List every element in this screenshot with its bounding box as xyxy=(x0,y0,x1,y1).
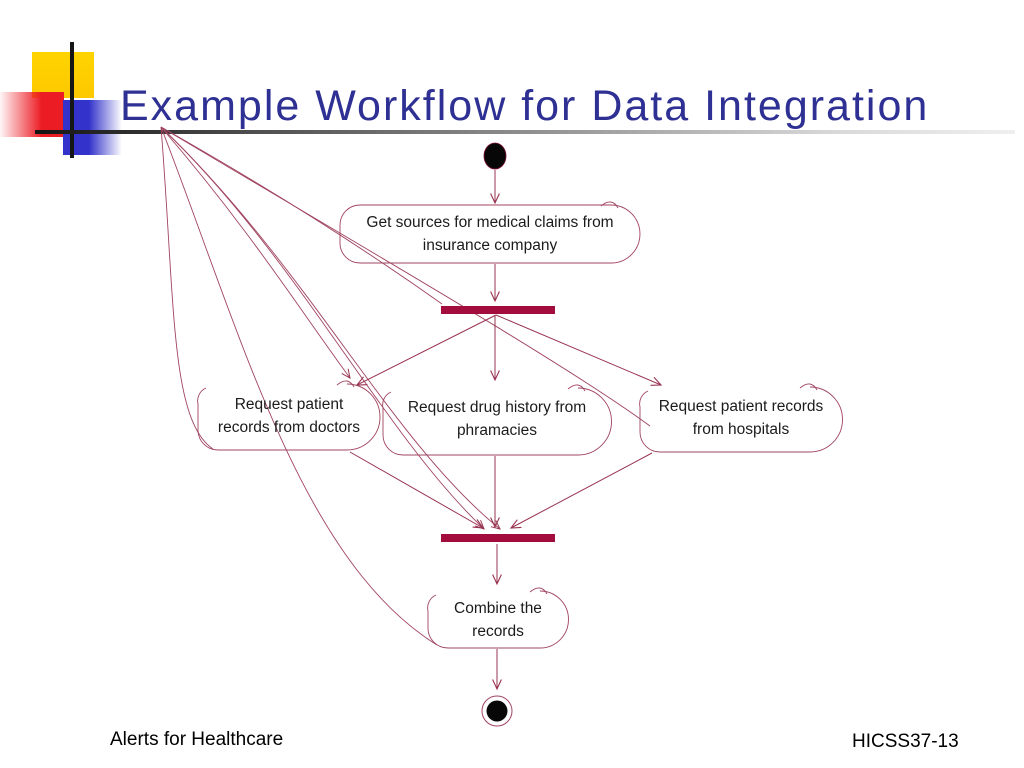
end-node xyxy=(481,695,513,727)
decoration-vertical-line xyxy=(70,42,74,158)
edge-hospitals-to-join xyxy=(509,452,653,529)
activity-label-line: records xyxy=(472,623,524,640)
activity-box-outlines xyxy=(197,201,843,649)
title-underline-rule xyxy=(35,130,1015,134)
activity-box-pharmacies xyxy=(382,387,612,456)
fan-line xyxy=(160,126,438,646)
start-node xyxy=(483,142,507,170)
accent-square-red xyxy=(0,92,64,137)
fan-line xyxy=(160,126,501,530)
activity-box-curl xyxy=(600,201,619,209)
activity-box-curl xyxy=(567,384,586,392)
activity-box-curl xyxy=(799,383,818,391)
activity-label-line: Request patient records xyxy=(658,398,824,415)
slide-title: Example Workflow for Data Integration xyxy=(120,82,930,130)
fan-line xyxy=(160,126,443,305)
activity-label-hospitals: Request patient records from hospitals xyxy=(640,395,842,441)
fan-line xyxy=(160,126,651,427)
activity-box-doctors xyxy=(197,383,381,451)
fan-line xyxy=(160,126,485,530)
activity-label-line: records from doctors xyxy=(217,419,361,436)
activity-box-combine xyxy=(427,590,569,649)
activity-label-line: Get sources for medical claims from xyxy=(366,214,614,231)
edge-fork-to-hospitals xyxy=(495,314,663,386)
annotation-fan-lines xyxy=(160,126,651,646)
fan-line xyxy=(160,126,351,379)
end-node-ring xyxy=(481,695,513,727)
activity-label-line: Combine the xyxy=(454,600,542,617)
activity-label-doctors: Request patient records from doctors xyxy=(198,393,380,439)
activity-label-line: Request drug history from xyxy=(407,399,587,416)
footer-right-text: HICSS37-13 xyxy=(852,731,959,752)
activity-box-curl xyxy=(529,587,548,595)
activity-label-line: phramacies xyxy=(456,422,538,439)
edge-fork-to-doctors xyxy=(355,314,497,386)
flow-arrows xyxy=(349,170,663,691)
activity-box-get-sources xyxy=(339,204,641,264)
join-bar xyxy=(441,534,555,542)
accent-square-yellow xyxy=(32,52,94,98)
activity-box-hospitals xyxy=(639,386,843,453)
fork-bar xyxy=(441,306,555,314)
activity-label-line: from hospitals xyxy=(692,421,790,438)
activity-label-combine: Combine the records xyxy=(428,597,568,643)
activity-box-curl xyxy=(336,380,355,388)
footer-left-text: Alerts for Healthcare xyxy=(110,729,284,750)
end-node-core xyxy=(486,700,508,722)
edge-doctors-to-join xyxy=(349,451,485,529)
activity-label-get-sources: Get sources for medical claims from insu… xyxy=(340,211,640,257)
activity-label-pharmacies: Request drug history from phramacies xyxy=(383,396,611,442)
activity-label-line: insurance company xyxy=(422,237,558,254)
activity-label-line: Request patient xyxy=(234,396,344,413)
